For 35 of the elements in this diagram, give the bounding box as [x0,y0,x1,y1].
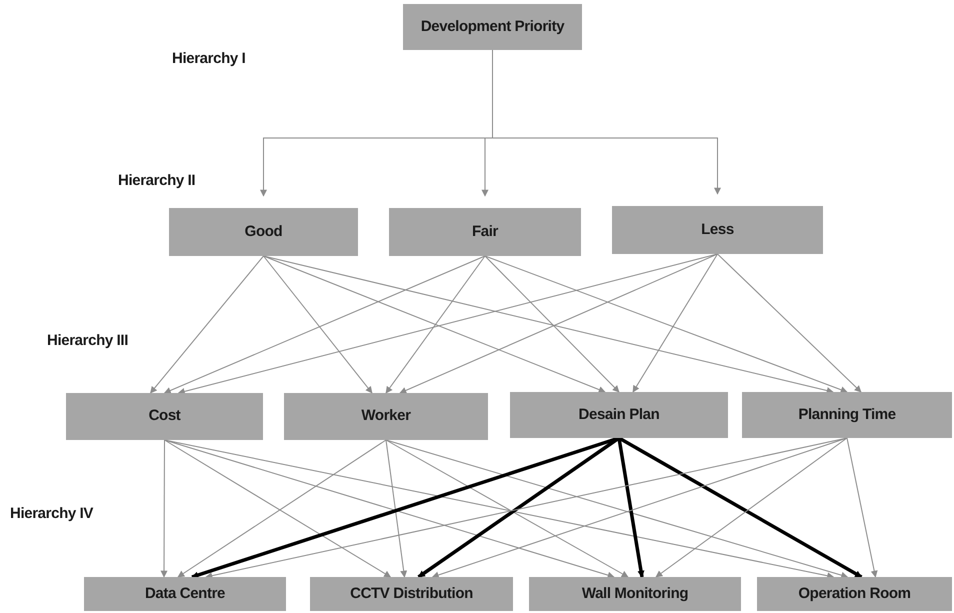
process-box: Planning Time [742,392,952,438]
arrow [386,256,486,394]
process-box: Wall Monitoring [529,577,741,611]
hierarchy-label: Hierarchy IV [10,504,94,524]
process-box: Good [169,208,358,256]
arrow [846,438,878,578]
arrow [263,256,606,393]
arrow [386,440,408,578]
hierarchy-label: Hierarchy II [118,171,196,191]
arrow [263,256,834,394]
process-box: Operation Room [757,577,952,611]
process-box: Cost [66,393,263,440]
process-box: Worker [284,393,488,440]
process-box: Fair [389,208,581,256]
arrow [399,254,718,394]
arrow [178,254,718,395]
process-box: Less [612,206,823,254]
arrow [717,254,862,392]
process-box: Data Centre [84,577,286,611]
arrow [632,254,718,393]
hierarchy-label: Hierarchy I [172,49,246,69]
arrow [484,256,620,392]
arrow [263,256,372,394]
hierarchy-label: Hierarchy III [47,331,128,351]
arrow [655,438,848,578]
arrow [618,436,862,579]
arrow [164,256,486,394]
process-box: Desain Plan [510,392,728,438]
process-box: Development Priority [403,4,582,50]
arrow [617,438,644,578]
arrow [386,440,629,578]
arrow [150,256,264,394]
arrow [484,256,848,394]
arrow [160,440,168,578]
process-box: CCTV Distribution [310,577,513,611]
